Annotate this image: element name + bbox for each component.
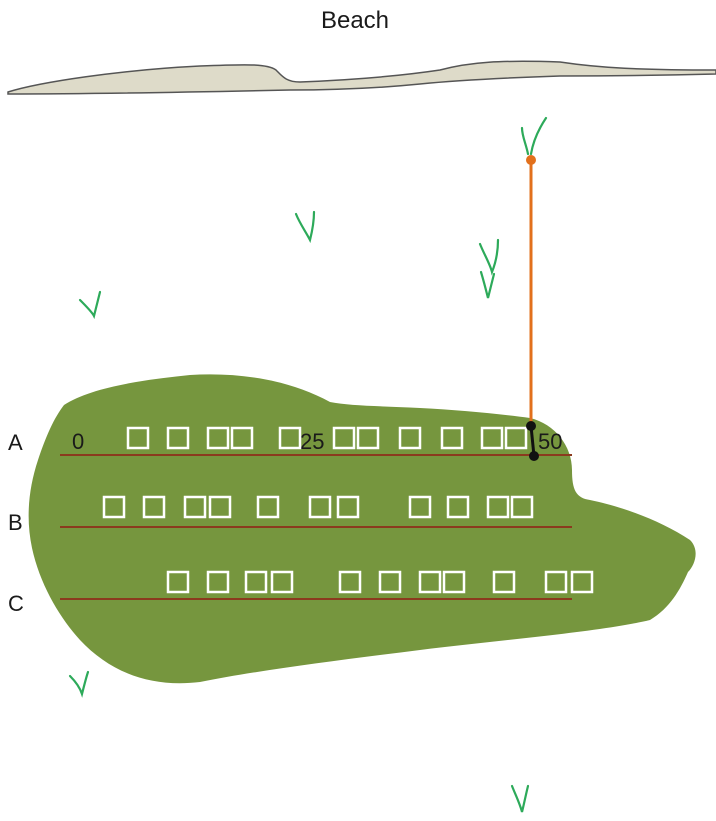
seagrass-shoot-icon xyxy=(296,212,314,240)
seagrass-shoot-icon xyxy=(522,118,546,154)
beach-shoreline xyxy=(8,61,716,94)
seagrass-shoot-icon xyxy=(481,272,494,298)
beach-label: Beach xyxy=(321,7,389,34)
marker-top-dot xyxy=(526,155,536,165)
seagrass-shoot-icon xyxy=(80,292,100,316)
row-label-c: C xyxy=(8,591,24,616)
row-label-a: A xyxy=(8,430,23,455)
marker-black-dot-bottom xyxy=(529,451,539,461)
seagrass-shoot-icon xyxy=(70,672,88,694)
scale-label-mid: 25 xyxy=(300,429,324,454)
seagrass-bed xyxy=(29,374,696,683)
scale-label-start: 0 xyxy=(72,429,84,454)
seagrass-shoot-icon xyxy=(512,786,528,812)
seagrass-shoot-icon xyxy=(480,240,498,272)
scale-label-end: 50 xyxy=(538,429,562,454)
marker-black-dot-top xyxy=(526,421,536,431)
row-label-b: B xyxy=(8,510,23,535)
